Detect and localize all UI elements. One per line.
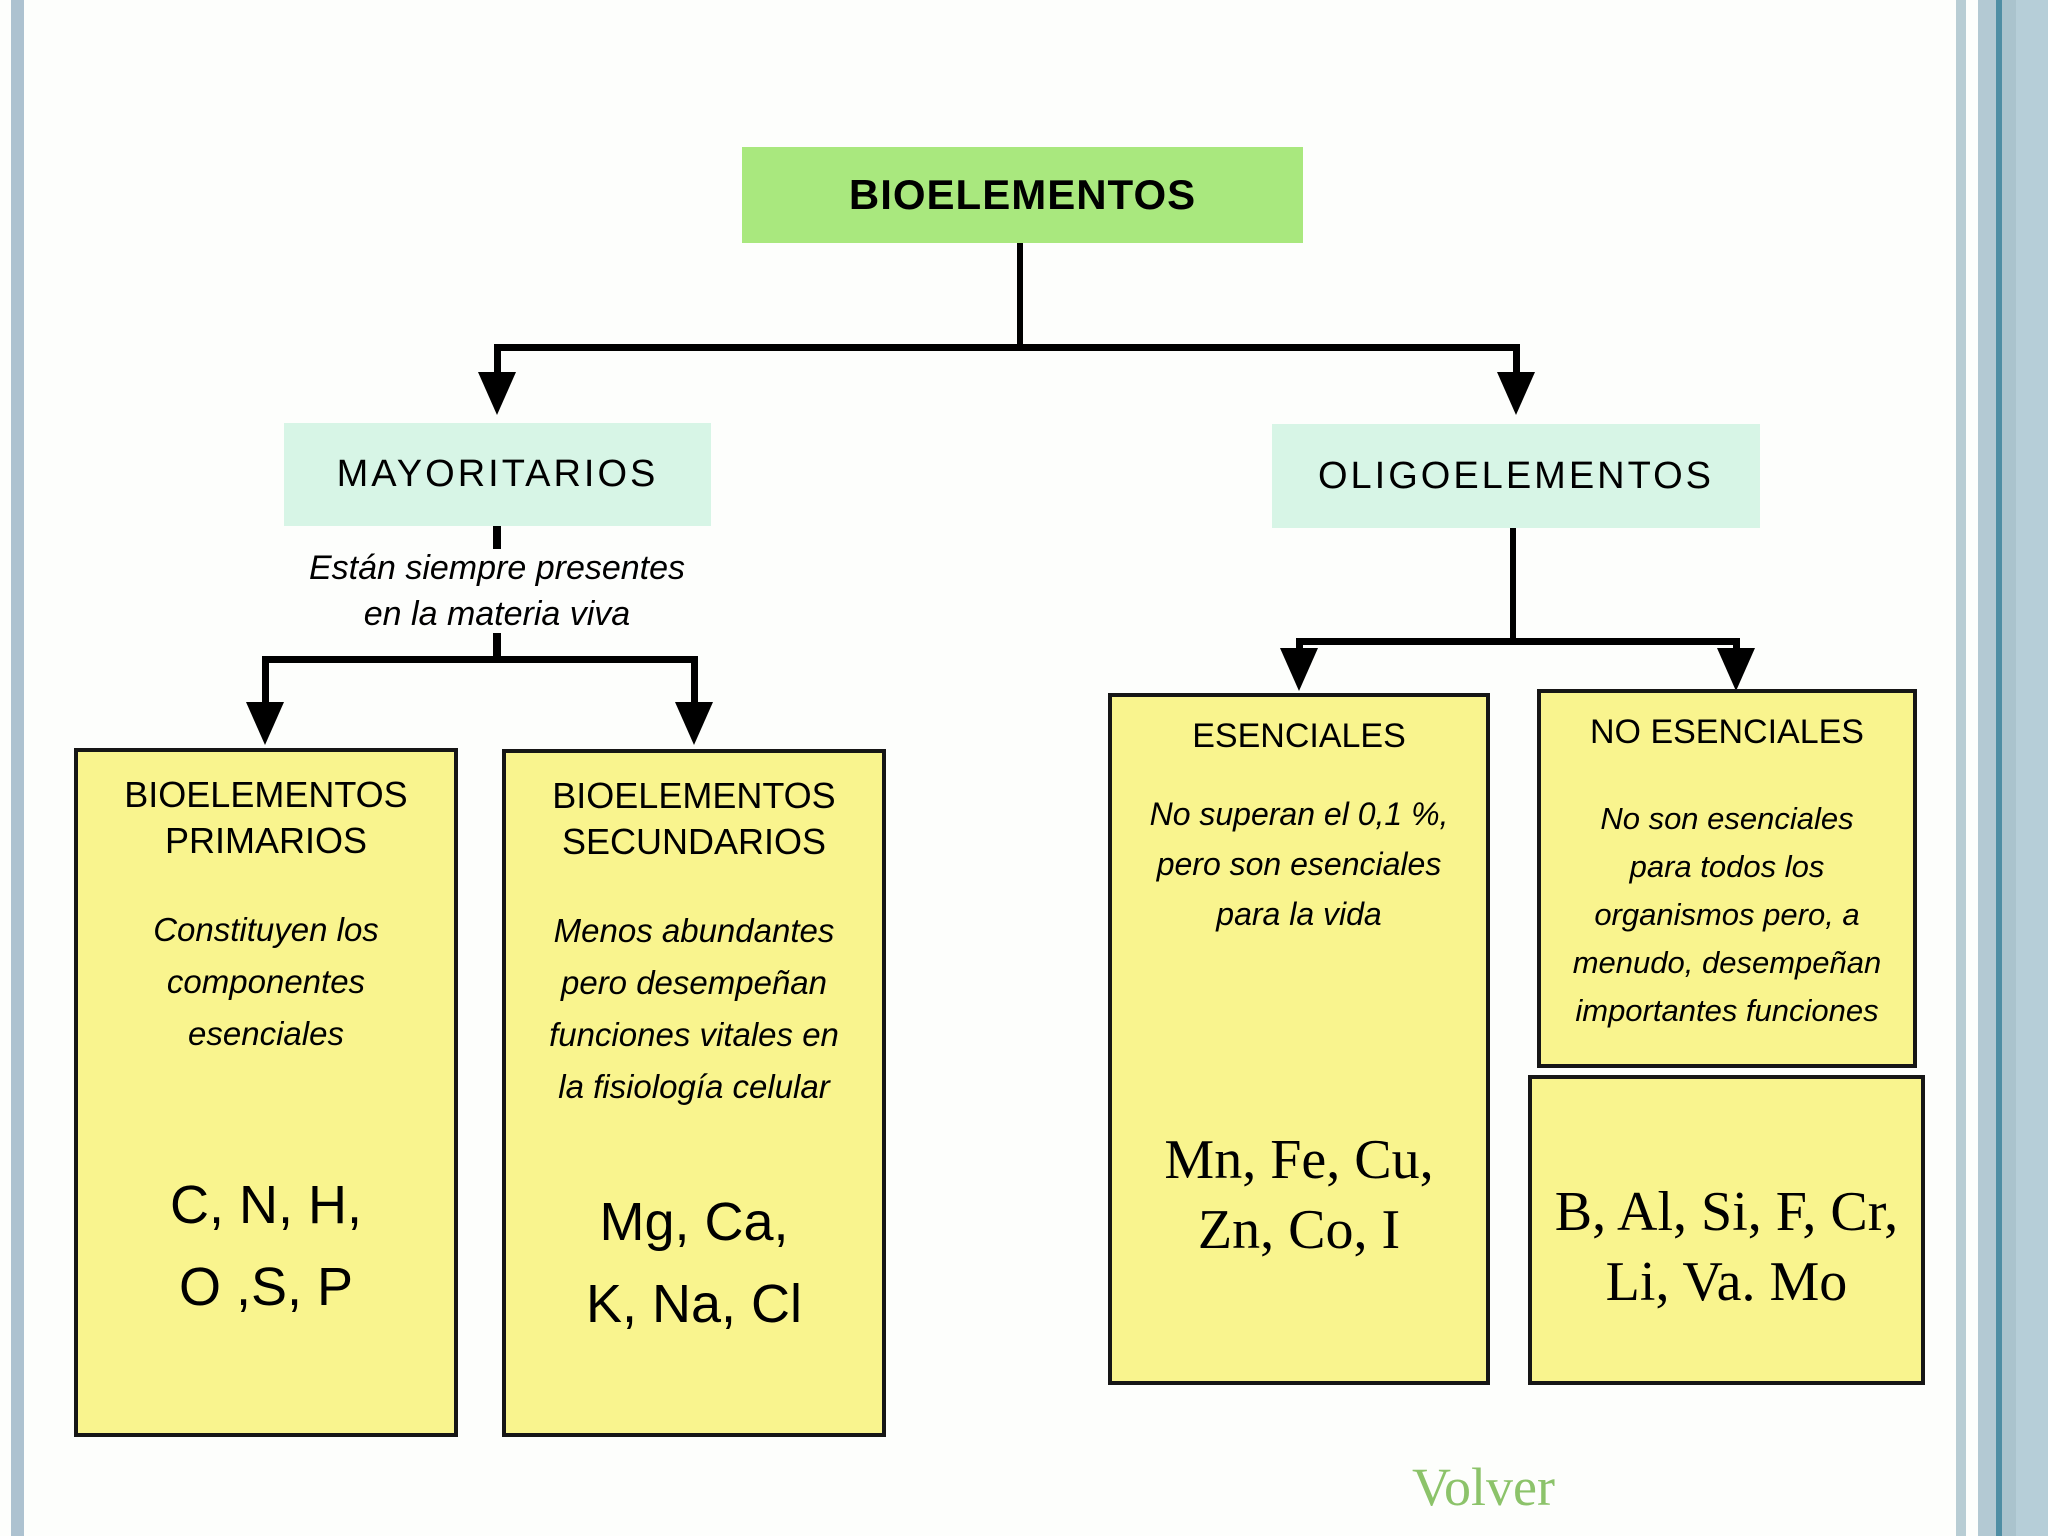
box-bioelementos-secundarios: BIOELEMENTOS SECUNDARIOS Menos abundante… xyxy=(502,749,886,1437)
secundarios-title: BIOELEMENTOS SECUNDARIOS xyxy=(506,773,882,865)
box-no-esenciales: NO ESENCIALES No son esenciales para tod… xyxy=(1537,689,1917,1068)
connector-root-hbar xyxy=(494,344,1520,351)
secundarios-elements-line2: K, Na, Cl xyxy=(585,1274,803,1334)
node-bioelementos: BIOELEMENTOS xyxy=(742,147,1303,243)
mayoritarios-caption: Están siempre presentes en la materia vi… xyxy=(247,545,747,637)
node-oligoelementos-label: OLIGOELEMENTOS xyxy=(1317,454,1715,497)
no-esenciales-title: NO ESENCIALES xyxy=(1541,709,1913,755)
secundarios-title-line2: SECUNDARIOS xyxy=(561,821,827,862)
connector-mayoritarios-drop-left xyxy=(262,656,269,706)
primarios-title-line1: BIOELEMENTOS xyxy=(124,774,408,815)
esenciales-desc-line2: pero son esenciales xyxy=(1156,846,1442,882)
connector-root-stem xyxy=(1017,243,1023,347)
secundarios-elements-line1: Mg, Ca, xyxy=(599,1192,789,1252)
secundarios-desc-line4: la fisiología celular xyxy=(558,1068,830,1105)
right-teal-line xyxy=(1996,0,2002,1536)
connector-mayoritarios-hbar xyxy=(262,656,698,663)
primarios-desc: Constituyen los componentes esenciales xyxy=(78,904,454,1060)
secundarios-title-line1: BIOELEMENTOS xyxy=(552,775,836,816)
connector-oligo-drop-right xyxy=(1733,638,1740,654)
no-esenciales-desc-line2: para todos los xyxy=(1629,849,1825,884)
connector-mayoritarios-dash-bottom xyxy=(493,633,501,659)
connector-oligo-stem xyxy=(1510,528,1516,641)
primarios-desc-line3: esenciales xyxy=(188,1015,344,1052)
box-esenciales: ESENCIALES No superan el 0,1 %, pero son… xyxy=(1108,693,1490,1385)
primarios-elements-line2: O ,S, P xyxy=(178,1257,354,1317)
arrowhead-to-secundarios xyxy=(675,702,713,745)
arrowhead-to-no-esenciales xyxy=(1717,648,1755,691)
no-esenciales-desc-line5: importantes funciones xyxy=(1575,993,1879,1028)
no-esenciales-desc-line3: organismos pero, a xyxy=(1594,897,1860,932)
arrowhead-to-mayoritarios xyxy=(478,372,516,415)
secundarios-desc-line3: funciones vitales en xyxy=(549,1016,839,1053)
arrowhead-to-primarios xyxy=(246,702,284,745)
primarios-elements: C, N, H, O ,S, P xyxy=(78,1164,454,1328)
right-band-outer xyxy=(2016,0,2048,1536)
primarios-desc-line1: Constituyen los xyxy=(153,911,379,948)
secundarios-desc-line1: Menos abundantes xyxy=(553,912,835,949)
node-mayoritarios: MAYORITARIOS xyxy=(284,423,711,526)
esenciales-elements-line1: Mn, Fe, Cu, xyxy=(1164,1129,1434,1191)
secundarios-elements: Mg, Ca, K, Na, Cl xyxy=(506,1181,882,1345)
node-bioelementos-label: BIOELEMENTOS xyxy=(848,171,1197,218)
right-thin-stripe xyxy=(1956,0,1966,1536)
no-esenciales-desc-line1: No son esenciales xyxy=(1600,801,1854,836)
arrowhead-to-oligoelementos xyxy=(1497,372,1535,415)
connector-oligo-drop-left xyxy=(1296,638,1303,654)
right-band-inner xyxy=(2002,0,2016,1536)
no-esenciales-desc: No son esenciales para todos los organis… xyxy=(1541,795,1913,1035)
connector-root-drop-right xyxy=(1513,344,1520,376)
no-esenciales-elements: B, Al, Si, F, Cr, Li, Va. Mo xyxy=(1532,1177,1921,1317)
esenciales-elements: Mn, Fe, Cu, Zn, Co, I xyxy=(1112,1125,1486,1265)
box-bioelementos-primarios: BIOELEMENTOS PRIMARIOS Constituyen los c… xyxy=(74,748,458,1437)
connector-mayoritarios-drop-right xyxy=(691,656,698,706)
no-esenciales-desc-line4: menudo, desempeñan xyxy=(1572,945,1882,980)
esenciales-title-line1: ESENCIALES xyxy=(1192,717,1406,755)
secundarios-desc: Menos abundantes pero desempeñan funcion… xyxy=(506,905,882,1113)
esenciales-desc: No superan el 0,1 %, pero son esenciales… xyxy=(1112,789,1486,939)
secundarios-desc-line2: pero desempeñan xyxy=(560,964,828,1001)
esenciales-title: ESENCIALES xyxy=(1112,713,1486,759)
mayoritarios-caption-line1: Están siempre presentes xyxy=(308,549,686,587)
primarios-elements-line1: C, N, H, xyxy=(169,1175,362,1235)
primarios-title: BIOELEMENTOS PRIMARIOS xyxy=(78,772,454,864)
node-oligoelementos: OLIGOELEMENTOS xyxy=(1272,424,1760,528)
box-no-esenciales-elements: B, Al, Si, F, Cr, Li, Va. Mo xyxy=(1528,1075,1925,1385)
connector-mayoritarios-dash-top xyxy=(493,526,501,549)
node-mayoritarios-label: MAYORITARIOS xyxy=(336,453,659,495)
esenciales-desc-line1: No superan el 0,1 %, xyxy=(1149,796,1449,832)
connector-oligo-hbar xyxy=(1296,638,1740,645)
no-esenciales-elements-line2: Li, Va. Mo xyxy=(1605,1251,1848,1313)
connector-root-drop-left xyxy=(494,344,501,376)
primarios-title-line2: PRIMARIOS xyxy=(164,820,368,861)
arrowhead-to-esenciales xyxy=(1280,648,1318,691)
volver-link[interactable]: Volver xyxy=(1412,1457,1555,1517)
esenciales-desc-line3: para la vida xyxy=(1216,896,1382,932)
left-border-stripe xyxy=(11,0,24,1536)
no-esenciales-title-line1: NO ESENCIALES xyxy=(1590,713,1864,751)
no-esenciales-elements-line1: B, Al, Si, F, Cr, xyxy=(1554,1181,1899,1243)
esenciales-elements-line2: Zn, Co, I xyxy=(1197,1199,1401,1261)
primarios-desc-line2: componentes xyxy=(166,963,366,1000)
mayoritarios-caption-line2: en la materia viva xyxy=(363,595,631,633)
